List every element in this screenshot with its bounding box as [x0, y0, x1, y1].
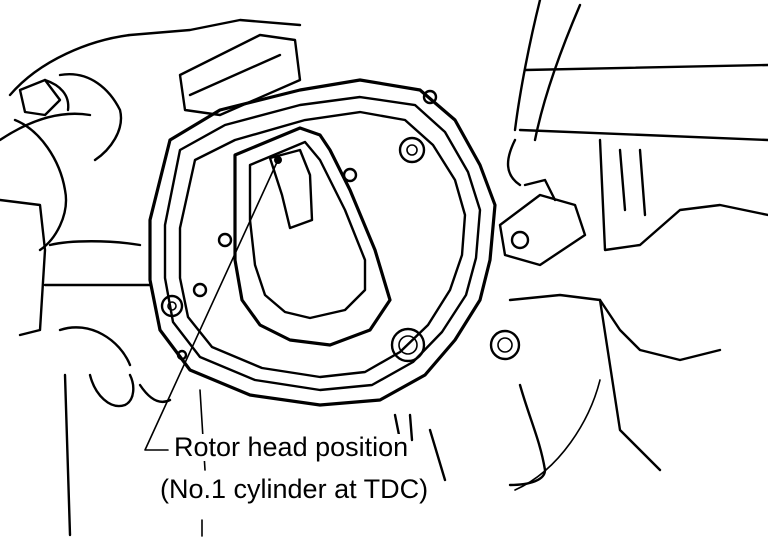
callout-label-line2: (No.1 cylinder at TDC): [158, 474, 431, 504]
callout-label-line1: Rotor head position: [172, 432, 411, 462]
rotor: [233, 126, 392, 347]
mounting-holes: [160, 89, 530, 363]
distributor-housing: [148, 78, 497, 407]
sensor-connector: [498, 138, 587, 267]
callout-leader: [144, 159, 601, 491]
